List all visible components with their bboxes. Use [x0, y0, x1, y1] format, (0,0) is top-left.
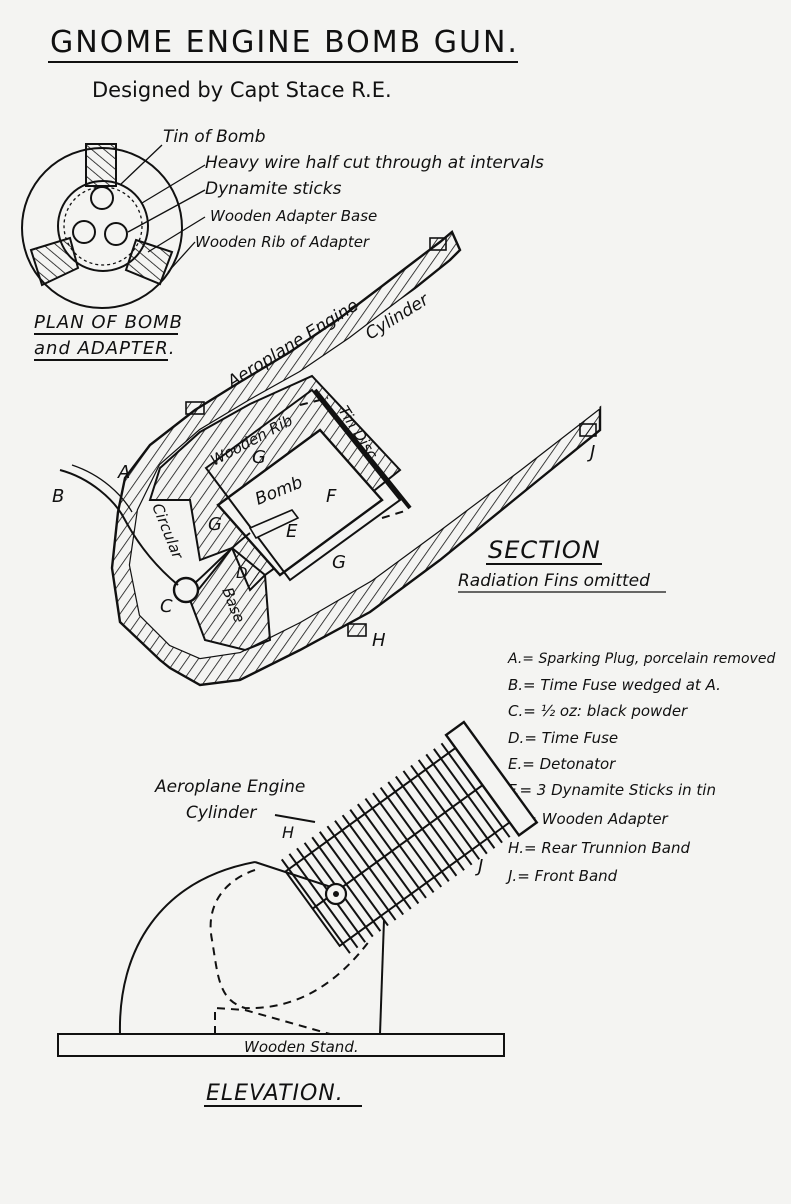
plan-label-adapter-base: Wooden Adapter Base: [210, 207, 377, 225]
engine-cylinder-elevation: [280, 720, 539, 954]
drawing-title: GNOME ENGINE BOMB GUN.: [50, 25, 519, 60]
elevation-label-cylinder-1: Aeroplane Engine: [154, 777, 305, 797]
plan-heading-line2: and ADAPTER.: [34, 338, 176, 359]
elevation-heading: ELEVATION.: [206, 1081, 344, 1106]
section-letter-e: E: [286, 521, 298, 542]
section-view: Aeroplane Engine Cylinder Wooden Rib Tin…: [52, 230, 666, 687]
hidden-outline: [209, 869, 371, 1010]
section-letter-a: A: [117, 462, 130, 483]
section-note: Radiation Fins omitted: [458, 571, 650, 591]
leader-line: [167, 241, 196, 273]
legend-item-c: C.= ½ oz: black powder: [508, 702, 688, 720]
plan-view: Tin of Bomb Heavy wire half cut through …: [21, 127, 544, 361]
time-fuse-b: [59, 469, 179, 586]
leader-line: [147, 216, 206, 253]
dynamite-stick: [104, 222, 128, 246]
legend: A.= Sparking Plug, porcelain removed B.=…: [505, 651, 775, 885]
elevation-letter-j: J: [475, 856, 483, 877]
section-letter-b: B: [52, 486, 64, 507]
wooden-rib-top: [85, 143, 117, 187]
time-fuse-d: [195, 532, 251, 583]
legend-item-e: E.= Detonator: [508, 755, 616, 773]
plan-heading-line1: PLAN OF BOMB: [34, 312, 183, 333]
plan-label-tin: Tin of Bomb: [163, 127, 266, 147]
leader-line: [119, 144, 163, 186]
front-band-top: [429, 237, 447, 251]
section-letter-g2: G: [208, 514, 222, 535]
legend-item-g: G.= Wooden Adapter: [508, 810, 669, 828]
legend-item-a: A.= Sparking Plug, porcelain removed: [507, 651, 775, 667]
dynamite-stick: [72, 220, 96, 244]
stand-upright: [379, 919, 385, 1035]
wire-ring: [63, 186, 143, 266]
legend-item-b: B.= Time Fuse wedged at A.: [508, 676, 721, 694]
tin-disc: [313, 388, 412, 510]
plan-label-wire: Heavy wire half cut through at intervals: [205, 153, 544, 173]
elevation-view: Aeroplane Engine Cylinder H J Wooden Sta…: [57, 720, 539, 1107]
legend-item-h: H.= Rear Trunnion Band: [508, 839, 690, 857]
rear-band-bottom: [347, 623, 367, 637]
section-letter-g1: G: [252, 447, 266, 468]
black-powder-charge: [172, 576, 200, 604]
bomb-outline: [204, 388, 402, 582]
section-letter-c: C: [160, 596, 173, 617]
wooden-stand: [57, 1033, 505, 1057]
detonator: [248, 509, 300, 540]
elevation-letter-h: H: [282, 823, 294, 842]
legend-item-f: F.= 3 Dynamite Sticks in tin: [508, 781, 716, 799]
section-letter-d: D: [236, 564, 248, 582]
wooden-rib-right: [124, 238, 174, 286]
elevation-stand-label: Wooden Stand.: [244, 1038, 359, 1056]
front-band-bottom: [579, 423, 597, 437]
plan-label-dynamite: Dynamite sticks: [205, 179, 342, 199]
section-letter-g3: G: [332, 552, 346, 573]
section-letter-h: H: [372, 630, 386, 651]
section-heading: SECTION: [488, 536, 601, 564]
leader-line: [141, 164, 206, 204]
legend-item-j: J.= Front Band: [505, 867, 618, 885]
dynamite-stick: [90, 186, 114, 210]
section-letter-f: F: [326, 486, 337, 507]
legend-item-d: D.= Time Fuse: [508, 729, 618, 747]
mount-curve: [118, 861, 256, 1035]
section-letter-j: J: [587, 442, 595, 463]
rear-band-top: [185, 401, 205, 415]
drawing-subtitle: Designed by Capt Stace R.E.: [92, 78, 392, 102]
leader-line: [127, 189, 206, 233]
elevation-label-cylinder-2: Cylinder: [186, 803, 257, 823]
wooden-rib-left: [29, 236, 80, 287]
plan-label-rib: Wooden Rib of Adapter: [195, 233, 370, 251]
